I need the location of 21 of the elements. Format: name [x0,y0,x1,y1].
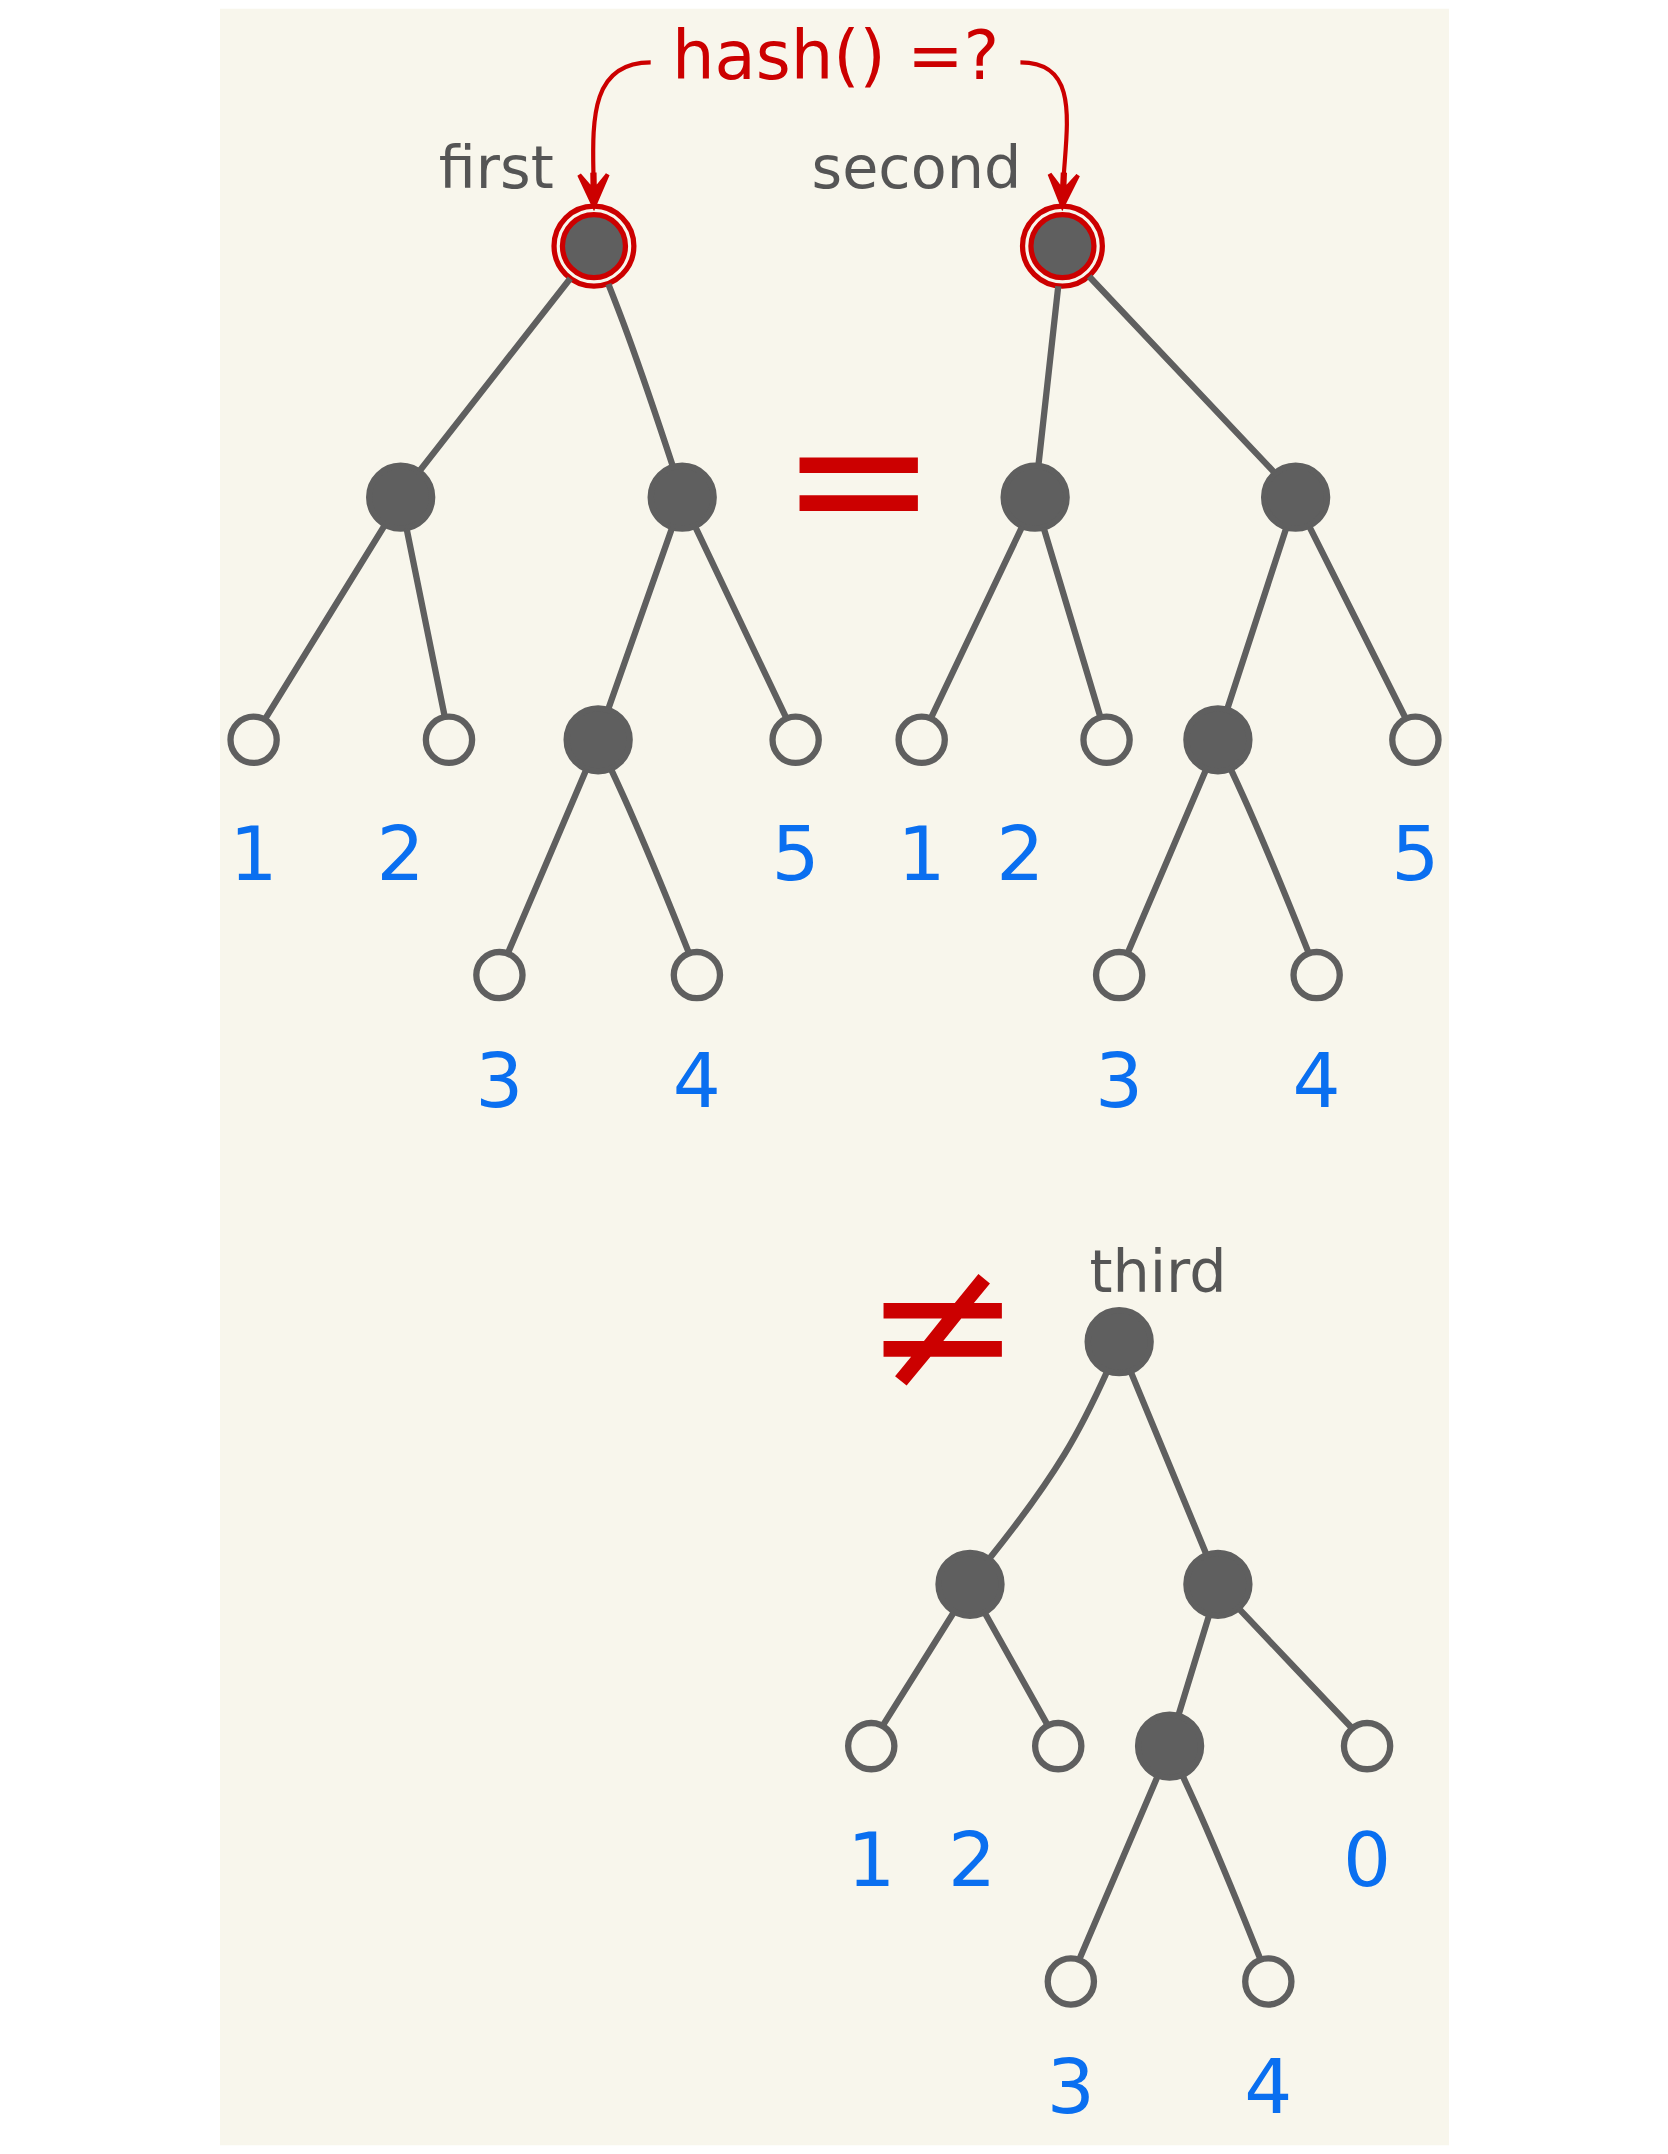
node-text: hash() =? [671,17,999,96]
node-label: third [1088,1237,1227,1307]
node-label: 4 [672,1037,721,1126]
node-label: 2 [376,810,425,899]
node-label: 3 [1046,2043,1095,2132]
node-label: 3 [474,1037,523,1126]
node-label: 1 [229,810,278,899]
node-label: 5 [1390,810,1439,899]
node-label: 3 [1094,1037,1143,1126]
node-label: 4 [1292,1037,1341,1126]
node-label: 0 [1342,1816,1391,1905]
node-label: 1 [897,810,946,899]
node-label: 1 [846,1816,895,1905]
node-label: second [811,133,1021,203]
label: ≠ [862,1213,1022,1434]
node-label: 2 [947,1816,996,1905]
node-label: 2 [995,810,1044,899]
node-label: 4 [1243,2043,1292,2132]
node-label: first [438,133,554,203]
node-label: 5 [771,810,820,899]
label: = [778,369,938,590]
